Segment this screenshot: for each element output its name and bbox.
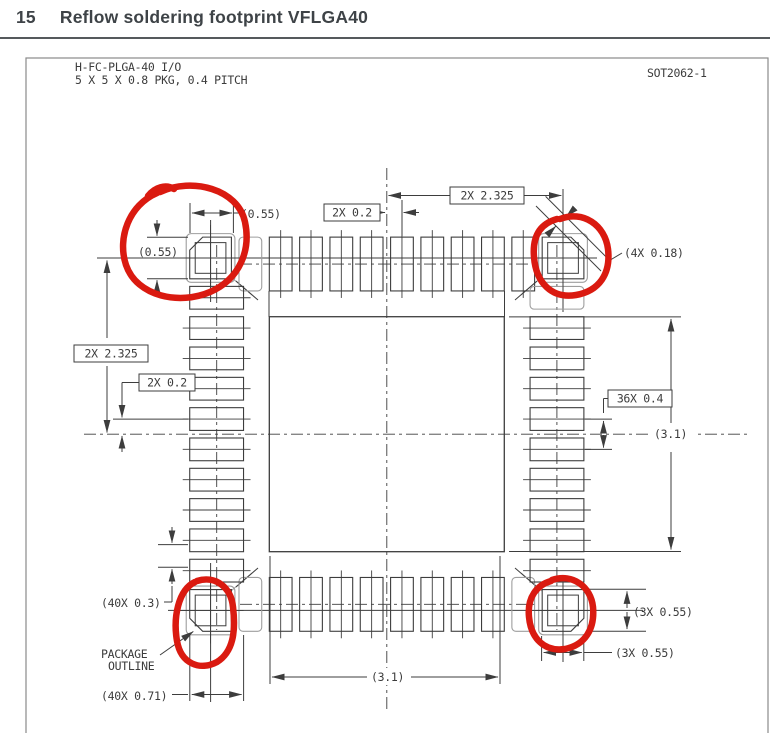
heading-rule — [0, 37, 770, 39]
dim-offset-top: 2X 0.2 — [332, 206, 372, 220]
dim-span-top: 2X 2.325 — [461, 189, 514, 203]
annotation-squiggle-top-left — [144, 183, 178, 200]
figure-border — [25, 57, 769, 733]
dim-body-bottom: (3.1) — [371, 670, 404, 684]
dim-offset-left: 2X 0.2 — [147, 376, 187, 390]
package-description-line1: H-FC-PLGA-40 I/O — [75, 60, 181, 74]
body-square — [268, 316, 505, 553]
section-title: Reflow soldering footprint VFLGA40 — [59, 7, 369, 27]
dim-corner-pad-height-right: (3X 0.55) — [633, 605, 693, 619]
dim-pad-width: (40X 0.3) — [101, 596, 161, 610]
dimension-labels: (0.55) (0.55) 2X 0.2 2X 2.325 (4X 0.18) … — [73, 186, 694, 703]
empty-pad-slot — [529, 285, 585, 310]
annotation-circle-top-right — [530, 213, 612, 299]
section-heading: 15 Reflow soldering footprint VFLGA40 — [16, 7, 368, 28]
package-outline-label-line1: PACKAGE — [101, 647, 148, 661]
dim-box-offset-left — [138, 373, 196, 392]
dim-corner-pad-width-top: (0.55) — [241, 207, 281, 221]
dim-corner-pad-height-left: (0.55) — [138, 245, 178, 259]
annotation-circle-bottom-right — [525, 575, 597, 653]
dim-box-span-top — [449, 186, 525, 205]
dim-chamfer: (4X 0.18) — [624, 246, 684, 260]
dim-span-left: 2X 2.325 — [85, 347, 138, 361]
dim-box-pitch — [607, 389, 673, 408]
package-outline-label-line2: OUTLINE — [108, 659, 155, 673]
corner-pad — [541, 589, 585, 632]
annotation-circle-bottom-left — [172, 576, 238, 669]
annotation-circle-top-left — [119, 182, 250, 302]
dim-corner-pad-width-bottom: (3X 0.55) — [615, 646, 675, 660]
empty-pad-slot — [238, 576, 263, 632]
dim-box-offset-top — [323, 203, 381, 222]
dim-body-right: (3.1) — [654, 427, 687, 441]
corner-pad — [541, 236, 585, 280]
red-annotations — [119, 182, 612, 669]
dim-pad-length: (40X 0.71) — [101, 689, 167, 703]
drawing-id: SOT2062-1 — [647, 66, 707, 80]
dim-bg-body-right — [650, 425, 694, 442]
dim-bg-body-bottom — [367, 668, 411, 685]
dim-box-span-left — [73, 344, 149, 363]
package-description-line2: 5 X 5 X 0.8 PKG, 0.4 PITCH — [75, 73, 248, 87]
empty-pad-slot — [511, 576, 536, 632]
dim-pitch: 36X 0.4 — [617, 392, 664, 406]
section-number: 15 — [16, 7, 36, 27]
